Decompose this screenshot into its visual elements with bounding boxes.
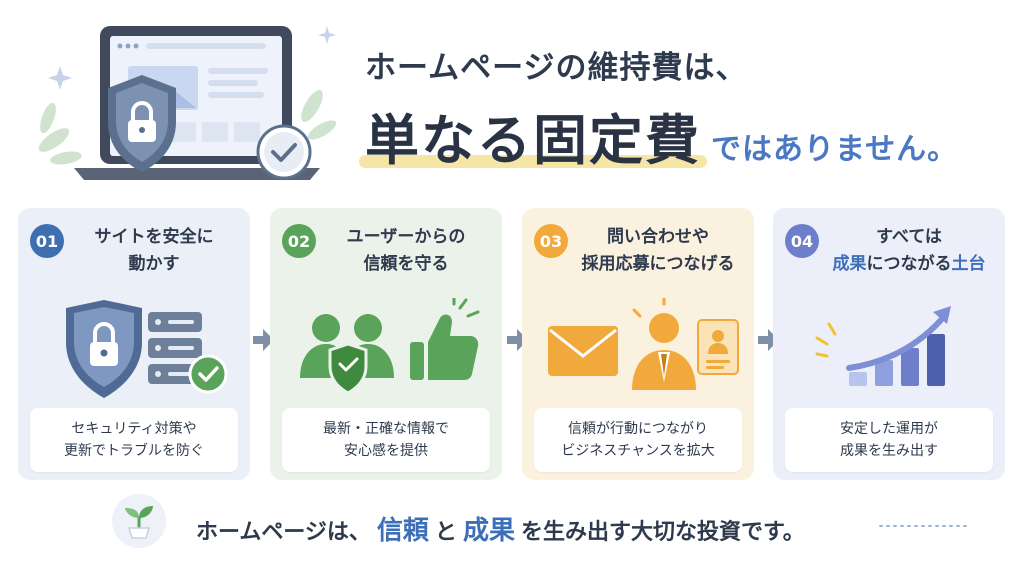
security-illustration bbox=[66, 300, 228, 398]
title-highlight: 土台 bbox=[951, 254, 986, 274]
step-number: 04 bbox=[785, 224, 819, 258]
card-desc-line: 最新・正確な情報で bbox=[323, 421, 449, 437]
check-circle-icon bbox=[256, 124, 312, 180]
card-description: 安定した運用が成果を生み出す bbox=[785, 408, 993, 472]
header-line2: 単なる固定費ではありません。 bbox=[359, 96, 959, 175]
card-title-line: 動かす bbox=[128, 254, 180, 274]
footer-message: ホームページは、信頼と成果を生み出す大切な投資です。 bbox=[196, 510, 805, 547]
shield-icon bbox=[108, 75, 176, 172]
card-title-line: ユーザーからの bbox=[346, 227, 466, 247]
resume-card-icon bbox=[697, 319, 739, 375]
arrow-right-icon bbox=[758, 329, 779, 351]
card-desc-line: 安心感を提供 bbox=[344, 443, 428, 459]
thumbs-up-icon bbox=[410, 314, 479, 380]
sparkle-lines-icon bbox=[815, 322, 837, 358]
plant-icon bbox=[112, 494, 166, 548]
growth-illustration bbox=[815, 306, 951, 386]
card-description: セキュリティ対策や更新でトラブルを防ぐ bbox=[30, 408, 238, 472]
step-number: 01 bbox=[30, 224, 64, 258]
title-text: につながる bbox=[866, 254, 952, 274]
card-title-line: 成果につながる土台 bbox=[823, 251, 995, 278]
arrow-head-icon bbox=[933, 306, 951, 324]
trust-illustration bbox=[300, 298, 480, 395]
card-title-line: 信頼を守る bbox=[363, 254, 449, 274]
mail-icon bbox=[548, 326, 618, 376]
server-icon bbox=[148, 312, 202, 384]
shield-lock-icon bbox=[66, 300, 142, 398]
card-desc-line: 成果を生み出す bbox=[840, 443, 938, 459]
header-big-text: 単なる固定費 bbox=[359, 109, 707, 172]
footer-highlight-trust: 信頼 bbox=[376, 516, 429, 546]
arrow-right-icon bbox=[253, 329, 274, 351]
card-desc-line: セキュリティ対策や bbox=[71, 421, 197, 437]
card-title-line: すべては bbox=[876, 227, 942, 247]
card-desc-line: ビジネスチャンスを拡大 bbox=[561, 443, 715, 459]
footer-highlight-results: 成果 bbox=[462, 516, 515, 546]
card-inquiry: 03 問い合わせや 採用応募につなげる 信頼が行動につながりビジネスチャンスを拡… bbox=[522, 208, 754, 480]
sparkle-lines-icon bbox=[632, 298, 666, 318]
arrow-right-icon bbox=[507, 329, 528, 351]
sparkle-icon bbox=[48, 66, 72, 90]
check-badge-icon bbox=[188, 354, 228, 394]
card-desc-line: 更新でトラブルを防ぐ bbox=[64, 443, 204, 459]
leaf-right-icon bbox=[301, 90, 337, 140]
card-title: 問い合わせや 採用応募につなげる bbox=[572, 224, 744, 278]
bar-chart-icon bbox=[849, 334, 945, 386]
card-title-line: 問い合わせや bbox=[607, 227, 709, 247]
footer-text: と bbox=[434, 520, 457, 545]
card-title-line: 採用応募につなげる bbox=[581, 254, 735, 274]
step-number: 02 bbox=[282, 224, 316, 258]
card-security: 01 サイトを安全に 動かす セキュリティ対策や更新でトラブルを防ぐ bbox=[18, 208, 250, 480]
card-title: サイトを安全に 動かす bbox=[68, 224, 240, 278]
dotted-line-icon bbox=[879, 525, 967, 527]
card-title: すべては 成果につながる土台 bbox=[823, 224, 995, 278]
title-highlight: 成果 bbox=[832, 254, 867, 274]
inquiry-illustration bbox=[548, 298, 739, 390]
card-title-line: サイトを安全に bbox=[94, 227, 214, 247]
card-trust: 02 ユーザーからの 信頼を守る 最新・正確な情報で安心感を提供 bbox=[270, 208, 502, 480]
footer-text: を生み出す大切な投資です。 bbox=[520, 520, 805, 545]
card-desc-line: 安定した運用が bbox=[840, 421, 938, 437]
card-description: 最新・正確な情報で安心感を提供 bbox=[282, 408, 490, 472]
header-suffix: ではありません。 bbox=[711, 132, 959, 167]
person-icon bbox=[632, 313, 696, 390]
laptop-illustration bbox=[38, 26, 337, 180]
card-title: ユーザーからの 信頼を守る bbox=[320, 224, 492, 278]
card-desc-line: 信頼が行動につながり bbox=[568, 421, 708, 437]
leaf-left-icon bbox=[38, 102, 82, 165]
card-description: 信頼が行動につながりビジネスチャンスを拡大 bbox=[534, 408, 742, 472]
growth-arrow-icon bbox=[846, 317, 944, 371]
sparkle-icon bbox=[318, 26, 336, 44]
header-big-label: 単なる固定費 bbox=[365, 109, 701, 172]
sparkle-lines-icon bbox=[452, 298, 480, 318]
step-number: 03 bbox=[534, 224, 568, 258]
footer-text: ホームページは、 bbox=[196, 520, 371, 545]
header-line1: ホームページの維持費は、 bbox=[365, 50, 748, 86]
shield-check-icon bbox=[328, 342, 368, 395]
card-results: 04 すべては 成果につながる土台 安定した運用が成果を生み出す bbox=[773, 208, 1005, 480]
